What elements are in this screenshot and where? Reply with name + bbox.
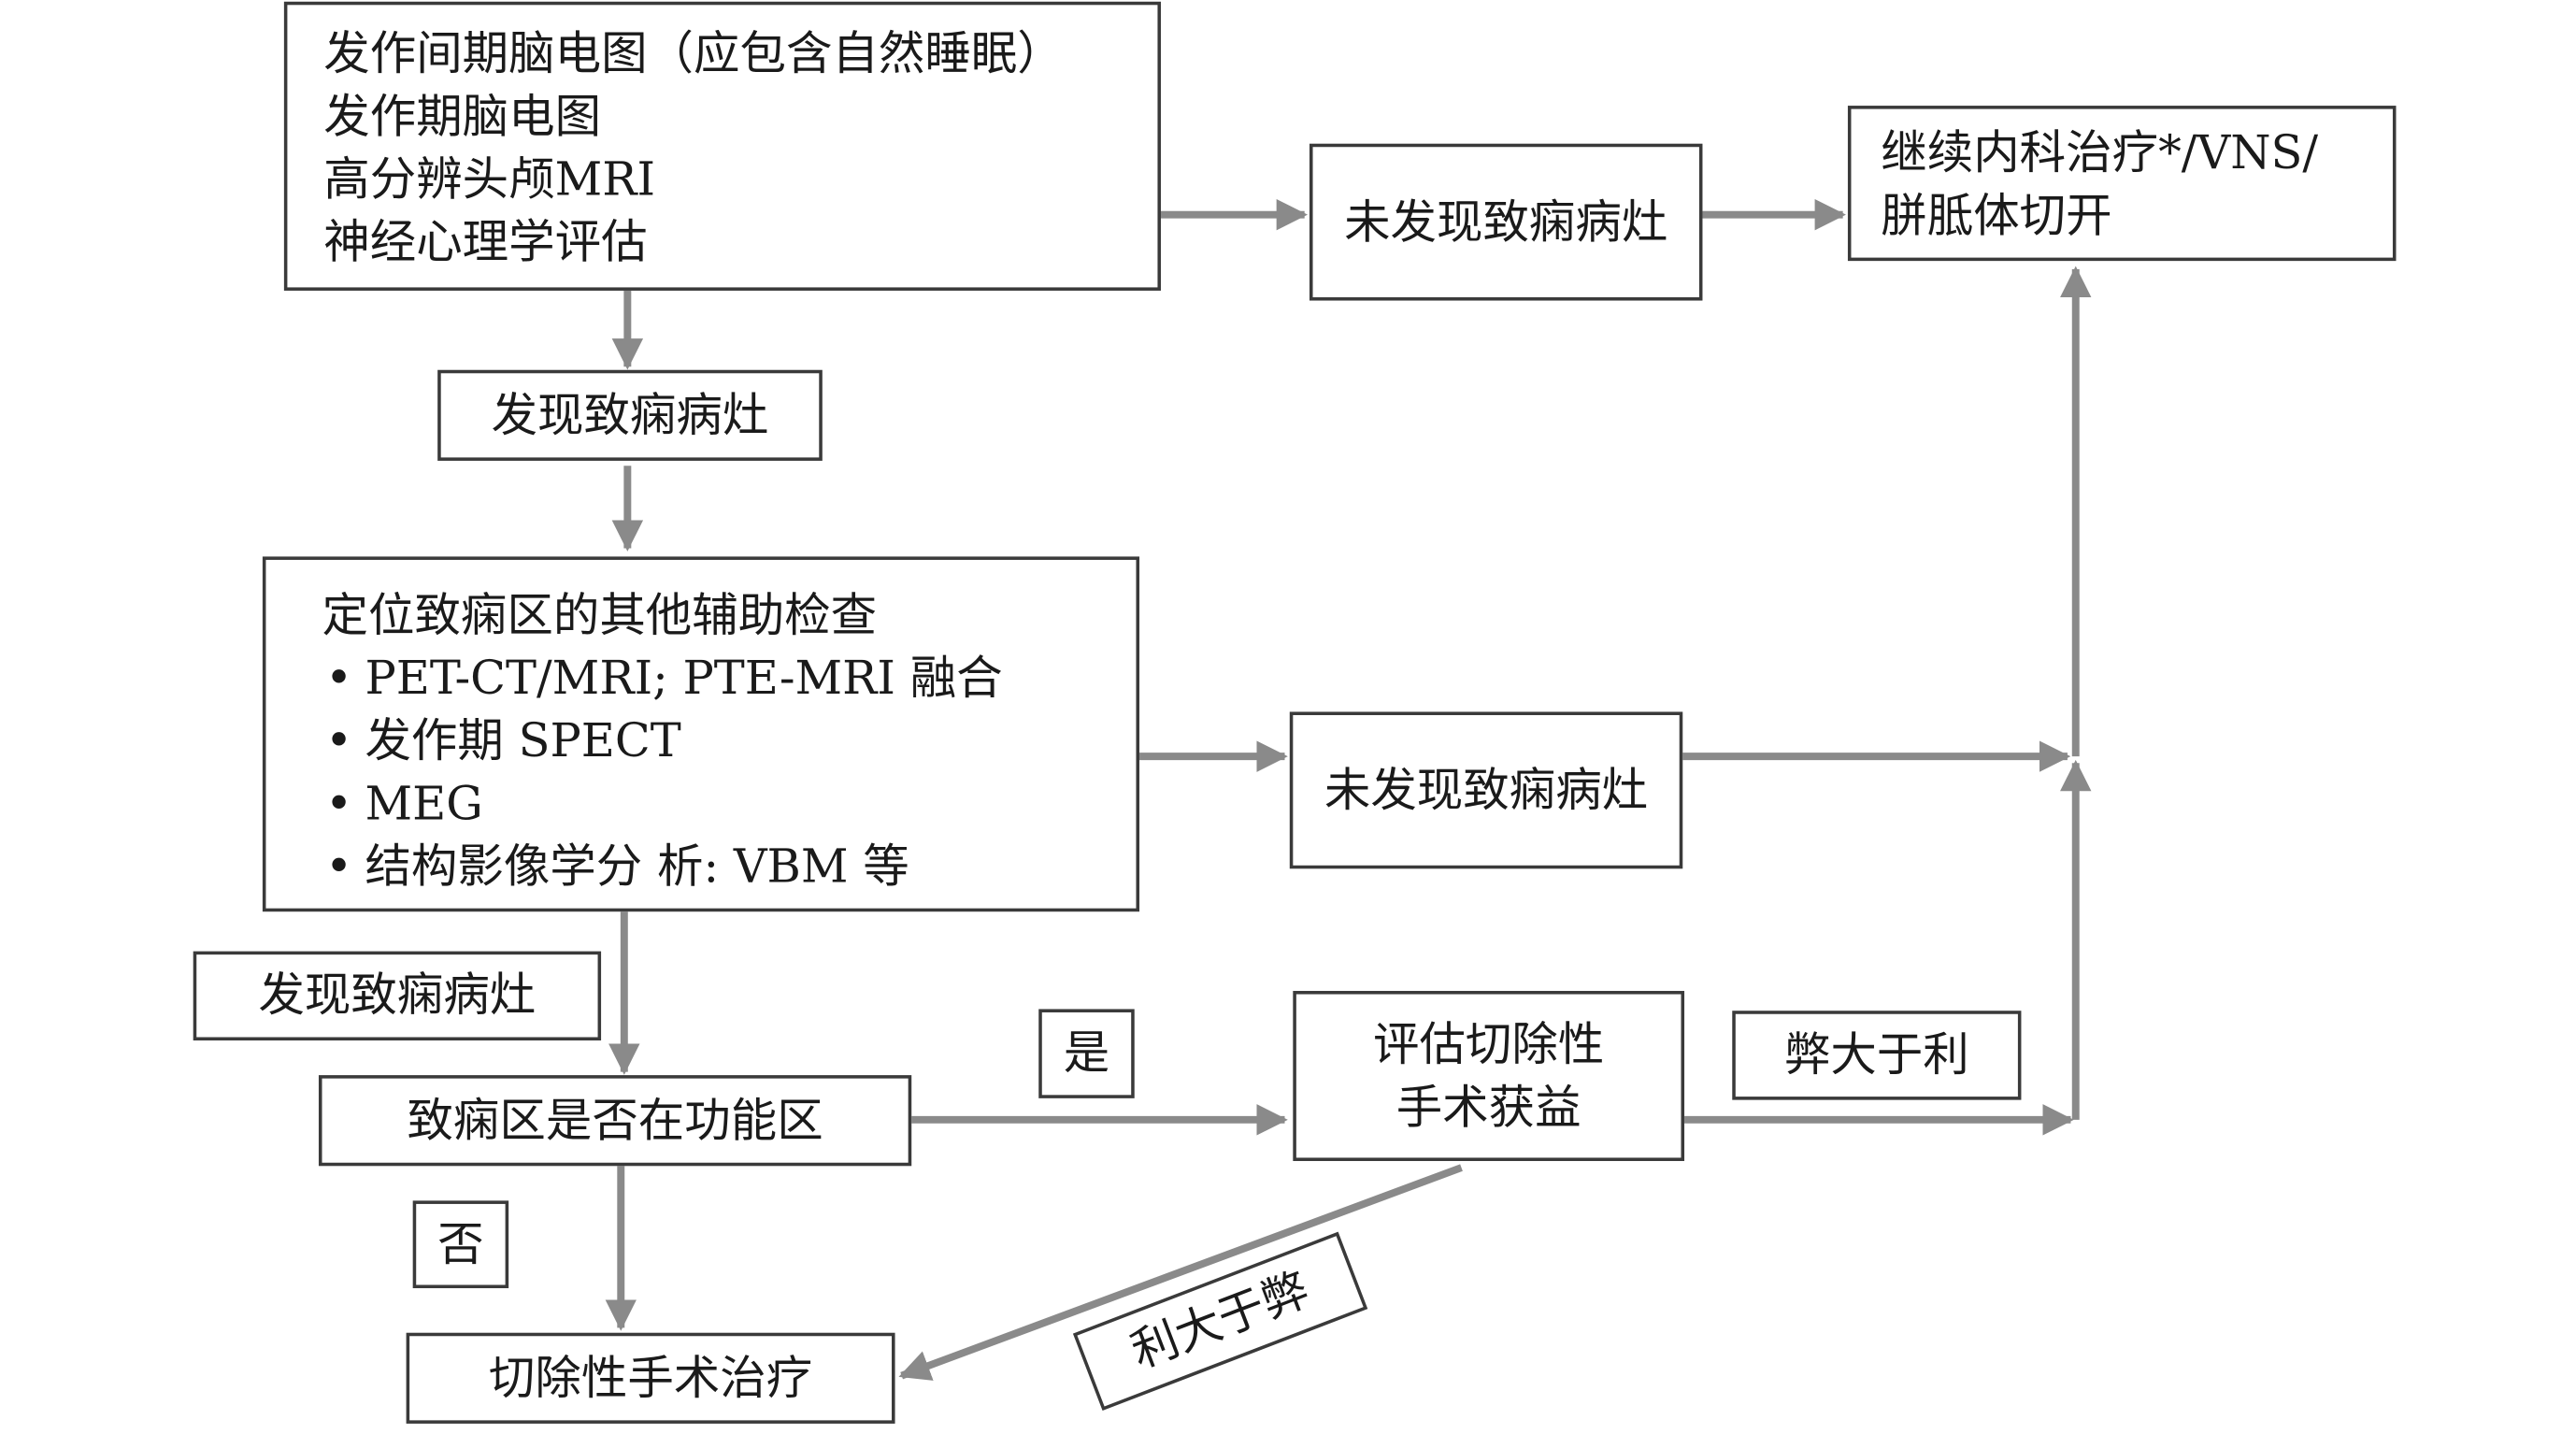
harm-outweighs-label-box: 弊大于利 — [1732, 1011, 2022, 1100]
not-found-box-1: 未发现致痫病灶 — [1309, 143, 1703, 301]
initial-exams-box: 发作间期脑电图（应包含自然睡眠） 发作期脑电图 高分辨头颅MRI 神经心理学评估 — [283, 1, 1161, 291]
yes-label-box: 是 — [1038, 1009, 1135, 1098]
not-found-label-2: 未发现致痫病灶 — [1324, 762, 1649, 817]
aux-exams-item: 结构影像学分 析: VBM 等 — [322, 836, 1137, 898]
found-focus-label-2: 发现致痫病灶 — [258, 968, 537, 1023]
no-label-box: 否 — [412, 1200, 509, 1289]
not-found-label-1: 未发现致痫病灶 — [1344, 194, 1668, 249]
functional-area-question-box: 致痫区是否在功能区 — [318, 1075, 912, 1167]
continue-treatment-line: 胼胝体切开 — [1881, 188, 2112, 243]
aux-exams-item: MEG — [322, 773, 1137, 836]
found-focus-box-2: 发现致痫病灶 — [193, 951, 602, 1041]
continue-treatment-box: 继续内科治疗*/VNS/ 胼胝体切开 — [1847, 106, 2397, 262]
evaluate-benefit-box: 评估切除性 手术获益 — [1293, 991, 1685, 1161]
resection-surgery-label: 切除性手术治疗 — [488, 1350, 813, 1405]
aux-exams-item: PET-CT/MRI; PTE-MRI 融合 — [322, 648, 1137, 710]
aux-exams-box: 定位致痫区的其他辅助检查 PET-CT/MRI; PTE-MRI 融合 发作期 … — [262, 556, 1140, 912]
initial-exams-line: 神经心理学评估 — [323, 214, 648, 269]
harm-outweighs-label: 弊大于利 — [1783, 1026, 1969, 1083]
aux-exams-list: PET-CT/MRI; PTE-MRI 融合 发作期 SPECT MEG 结构影… — [322, 648, 1137, 899]
continue-treatment-line: 继续内科治疗*/VNS/ — [1881, 125, 2319, 180]
found-focus-label-1: 发现致痫病灶 — [491, 387, 769, 442]
aux-exams-title: 定位致痫区的其他辅助检查 — [322, 587, 878, 643]
functional-area-question-label: 致痫区是否在功能区 — [407, 1092, 823, 1147]
no-label: 否 — [437, 1216, 484, 1271]
initial-exams-line: 高分辨头颅MRI — [323, 151, 656, 207]
arrow-evaluate-to-surgery — [898, 1164, 1463, 1381]
yes-label: 是 — [1063, 1025, 1110, 1081]
not-found-box-2: 未发现致痫病灶 — [1289, 711, 1683, 869]
found-focus-box-1: 发现致痫病灶 — [437, 369, 823, 461]
initial-exams-line: 发作间期脑电图（应包含自然睡眠） — [323, 26, 1064, 81]
aux-exams-item: 发作期 SPECT — [322, 710, 1137, 773]
evaluate-benefit-line: 手术获益 — [1395, 1079, 1581, 1134]
initial-exams-line: 发作期脑电图 — [323, 89, 602, 144]
resection-surgery-box: 切除性手术治疗 — [406, 1332, 895, 1424]
evaluate-benefit-line: 评估切除性 — [1372, 1016, 1605, 1071]
